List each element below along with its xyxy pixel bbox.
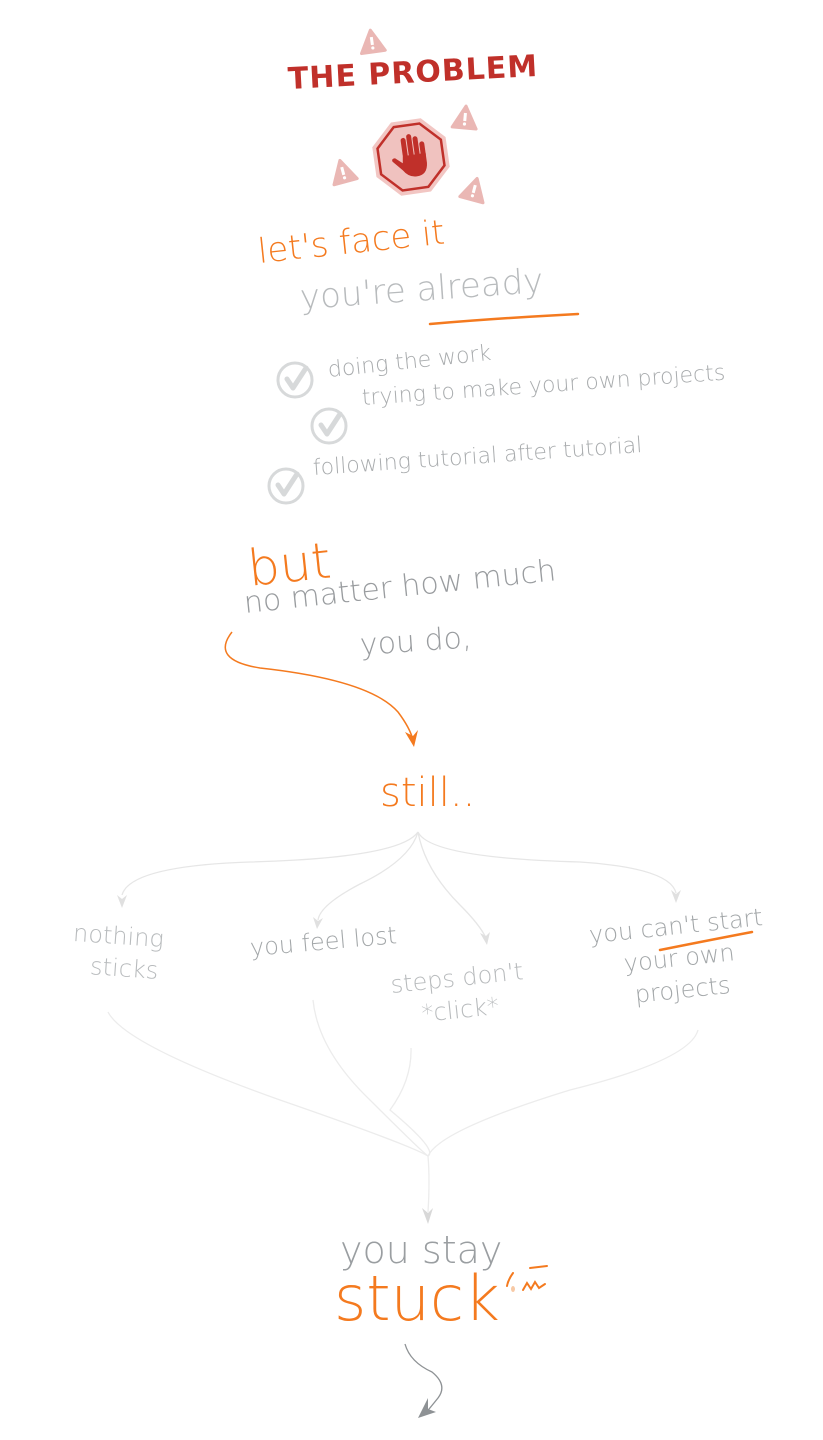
branch-arrowheads — [117, 890, 681, 945]
outcome-cant-start: you can't start your own projects — [587, 901, 770, 1015]
underline-already — [428, 312, 580, 326]
underline-cant-start — [658, 930, 754, 952]
conclusion-stuck: stuck — [334, 1262, 500, 1335]
warning-triangle-icon — [332, 158, 359, 187]
arrowhead-icon — [418, 1398, 436, 1418]
bottom-arrow — [404, 1343, 443, 1416]
check-circle-icon — [310, 407, 348, 445]
converge-lines — [107, 999, 699, 1213]
still-label: still.. — [380, 770, 476, 816]
stop-hand-icon — [372, 118, 450, 196]
curved-arrow-to-still — [224, 631, 414, 741]
frustration-marks-icon — [506, 1265, 548, 1291]
outcome-nothing-sticks: nothing sticks — [70, 917, 165, 987]
outcome-line: sticks — [89, 952, 160, 985]
warning-triangle-icon — [450, 104, 478, 131]
check-circle-icon — [276, 361, 314, 399]
outcome-prefix: you — [587, 916, 635, 950]
arrowhead-icon — [422, 1208, 433, 1224]
arrowhead-icon — [405, 730, 418, 747]
warning-triangle-icon — [360, 28, 387, 56]
outcome-line: nothing — [72, 918, 165, 954]
intro-prefix: you're — [298, 270, 408, 318]
warning-triangle-icon — [458, 176, 485, 205]
branch-lines — [121, 831, 677, 939]
check-circle-icon — [267, 467, 305, 505]
sweat-drop-icon — [511, 1286, 515, 1292]
conclusion-line-1: you stay — [340, 1228, 503, 1272]
